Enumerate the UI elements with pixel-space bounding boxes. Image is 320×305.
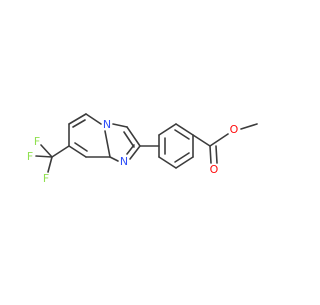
bond-benz-1 xyxy=(175,123,194,136)
bond-im-c3-n xyxy=(112,123,128,128)
bond-py-c5-c6 xyxy=(68,113,87,125)
bond-benz-1b xyxy=(174,129,190,140)
bond-im-c8a-n1 xyxy=(109,156,119,162)
bond-carbonyl-ring xyxy=(192,134,211,147)
bond-im-c2-c3 xyxy=(126,126,141,147)
bond-py-c7-c8b xyxy=(74,142,88,152)
atom-n-ring: N xyxy=(120,155,128,168)
molecule-structure: O O N N F F F xyxy=(27,113,258,185)
bond-cf3-f-top xyxy=(40,144,53,158)
bond-carbonyl-o-double-b xyxy=(215,145,218,164)
bond-benz-4 xyxy=(158,156,177,169)
bond-carbonyl-o-double-a xyxy=(209,145,212,164)
atom-n-bridge: N xyxy=(103,118,111,131)
bond-cf3-f-bottom xyxy=(47,156,53,173)
bond-o-carbonyl xyxy=(209,133,229,147)
atom-f-bottom: F xyxy=(43,172,49,185)
bond-im-n1-c2b xyxy=(126,144,135,155)
bond-methyl-o xyxy=(240,123,258,130)
bond-im-c2-c3b xyxy=(123,131,135,148)
bond-benz-2 xyxy=(158,123,177,136)
bond-py-c7-c8 xyxy=(68,145,87,158)
atom-o-ether: O xyxy=(230,123,239,136)
bond-py-n-c5 xyxy=(85,113,102,125)
bond-benz-5b xyxy=(174,152,190,163)
bond-py-c5-c6b xyxy=(72,119,86,128)
atom-f-left: F xyxy=(27,150,33,163)
bond-cf3-f-left xyxy=(35,155,53,158)
atom-f-top: F xyxy=(34,135,40,148)
bond-im-n1-c2 xyxy=(129,145,141,160)
atom-o-carbonyl: O xyxy=(210,163,219,176)
bond-c7-cf3 xyxy=(51,145,70,158)
bond-im-n-c8a xyxy=(104,130,111,158)
molecule-canvas: O O N N F F F xyxy=(27,113,258,185)
bond-benz-5 xyxy=(175,156,194,169)
